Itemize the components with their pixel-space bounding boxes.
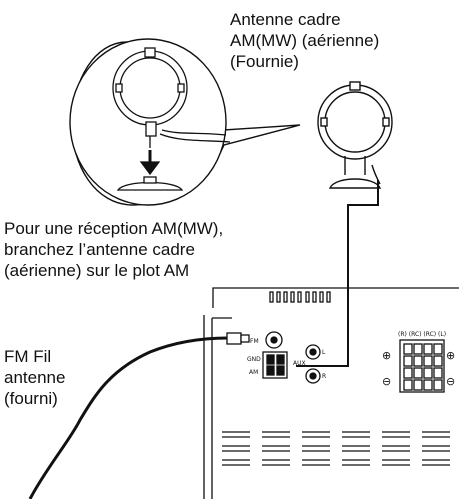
fm-jack-label: FM [250, 338, 259, 345]
fm-label-line-1: FM Fil [4, 347, 52, 366]
am-label: AM [249, 369, 258, 376]
rear-panel [203, 287, 459, 499]
aux-right-label: R [322, 373, 326, 380]
aux-label: AUX [293, 360, 306, 367]
speaker-header-label: (R) (RC) (RC) (L) [398, 331, 446, 338]
speaker-minus-left-icon: ⊖ [382, 376, 391, 388]
loop-antenna [317, 81, 393, 189]
am-loop-antenna-label: Antenne cadre AM(MW) (aérienne) (Fournie… [230, 9, 379, 72]
fm-wire-antenna-label: FM Fil antenne (fourni) [4, 346, 65, 409]
speaker-minus-right-icon: ⊖ [446, 376, 455, 388]
gnd-label: GND [247, 356, 261, 363]
am-label-line-2: AM(MW) (aérienne) [230, 31, 380, 50]
note-line-2: branchez l’antenne cadre [4, 240, 195, 259]
speaker-plus-left-icon: ⊕ [382, 350, 391, 362]
note-line-1: Pour une réception AM(MW), [4, 219, 224, 238]
fm-wire-antenna [28, 332, 250, 499]
am-label-line-1: Antenne cadre [230, 10, 341, 29]
am-antenna-cable [296, 180, 379, 367]
speaker-plus-right-icon: ⊕ [446, 350, 455, 362]
aux-left-label: L [322, 349, 326, 356]
note-line-3: (aérienne) sur le plot AM [4, 261, 190, 280]
loop-antenna-detail [112, 47, 231, 191]
am-label-line-3: (Fournie) [230, 52, 299, 71]
fm-label-line-3: (fourni) [4, 389, 58, 408]
am-connection-note: Pour une réception AM(MW), branchez l’an… [4, 218, 223, 281]
fm-label-line-2: antenne [4, 368, 66, 387]
